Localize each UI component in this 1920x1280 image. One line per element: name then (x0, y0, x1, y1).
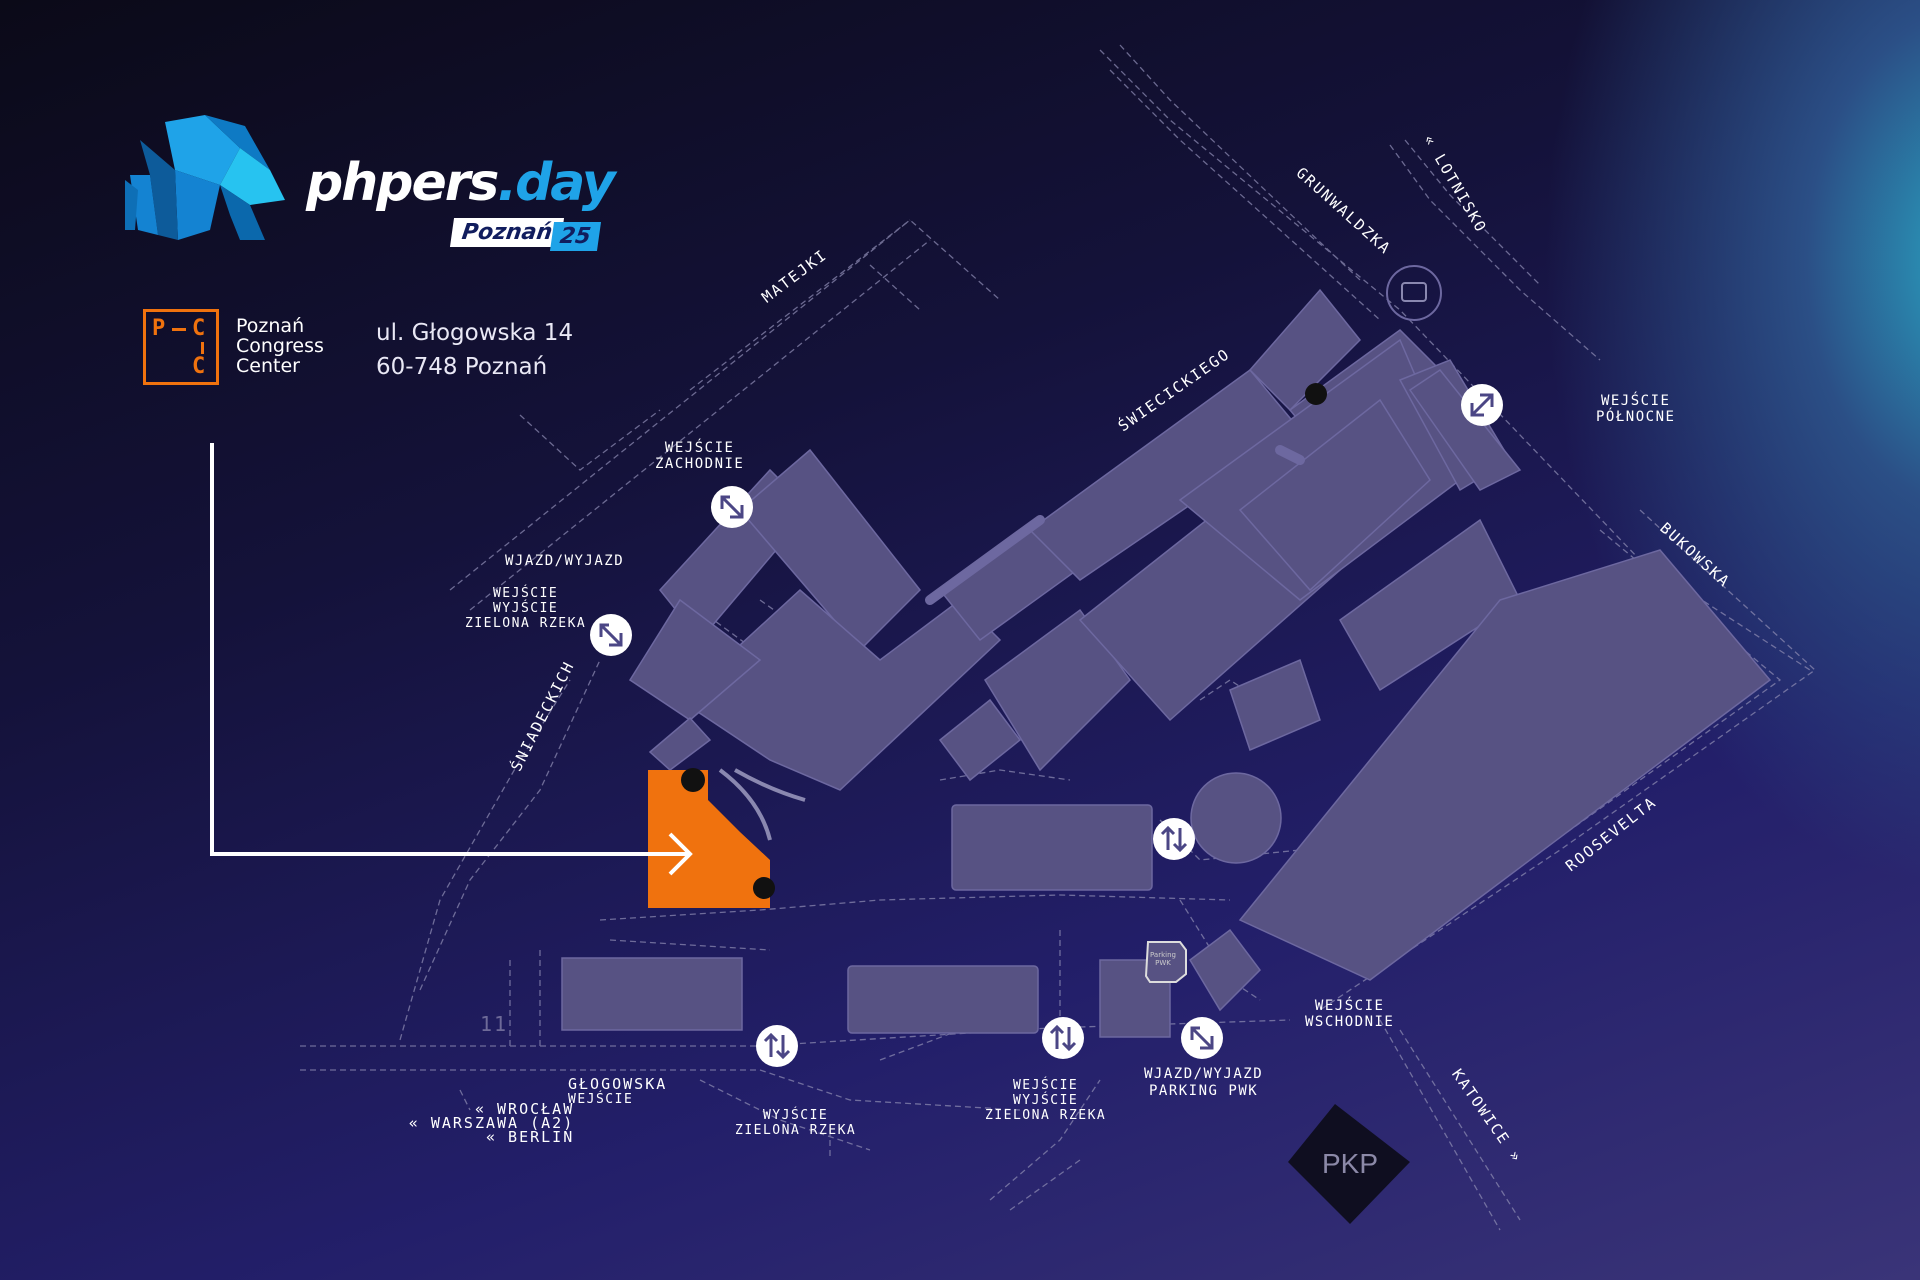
venue-name-line: Congress (236, 335, 324, 357)
label-zielona-bottom: WEJŚCIE WYJŚCIE ZIELONA RZEKA (985, 1078, 1106, 1123)
brand-city-tag: Poznań (449, 218, 565, 247)
direction-wroclaw: « WROCŁAW (474, 1100, 575, 1118)
parking-sign (1144, 941, 1187, 983)
label-line: WEJŚCIE (1600, 393, 1671, 409)
brand-name-tld: .day (497, 153, 615, 213)
label-line: Parking (1150, 951, 1176, 959)
label-line: PÓŁNOCNE (1596, 409, 1676, 425)
pcc-logo: P C C (143, 309, 219, 385)
label-line: WEJŚCIE (492, 586, 559, 601)
entrance-arrows-icon (1042, 1017, 1084, 1059)
pkp-label: PKP (1322, 1148, 1379, 1179)
pkp-station (1288, 1104, 1410, 1224)
pcc-letter-p: P (152, 316, 166, 341)
venue-entrance-arcs (718, 768, 806, 841)
label-line: ZIELONA RZEKA (735, 1123, 857, 1138)
entrance-icons (590, 383, 1503, 1067)
pcc-dash (172, 328, 186, 331)
label-line: ZACHODNIE (655, 456, 745, 472)
label-line: ZIELONA RZEKA (465, 616, 587, 631)
label-line: WEJŚCIE (1314, 998, 1385, 1014)
brand-year-tag: 25 (549, 222, 601, 251)
label-wejscie-wschodnie: WEJŚCIE WSCHODNIE (1305, 998, 1394, 1030)
label-wyjscie-zielona: WYJŚCIE ZIELONA RZEKA (735, 1108, 856, 1138)
label-line: WYJŚCIE (762, 1108, 829, 1123)
label-line: WEJŚCIE (1012, 1078, 1079, 1093)
venue-name-line: Center (236, 355, 300, 377)
label-line: PARKING PWK (1148, 1083, 1259, 1099)
direction-warszawa: « WARSZAWA (A2) (408, 1114, 575, 1132)
pcc-bar (201, 342, 204, 354)
brand-name-main: phpers (306, 153, 499, 213)
pcc-letter-c1: C (192, 316, 206, 341)
bus-stop-icon (1386, 265, 1442, 321)
direction-labels: « WROCŁAW « WARSZAWA (A2) « BERLIN (400, 1100, 575, 1146)
entrance-arrows-icon (756, 1025, 798, 1067)
label-line: ZIELONA RZEKA (985, 1108, 1107, 1123)
address-street: ul. Głogowska 14 (376, 320, 574, 346)
label-glogowska-wejscie: WEJŚCIE (568, 1092, 634, 1107)
label-line: PWK (1155, 959, 1171, 967)
label-parking-pwk: WJAZD/WYJAZD PARKING PWK (1144, 1066, 1263, 1100)
street-glogowska: GŁOGOWSKA (568, 1075, 668, 1093)
direction-berlin: « BERLIN (486, 1128, 575, 1146)
pcc-letter-c2: C (192, 354, 206, 379)
label-line: WJAZD/WYJAZD (1144, 1066, 1264, 1082)
venue-name-line: Poznań (236, 315, 305, 337)
label-wejscie-polnocne: WEJŚCIE PÓŁNOCNE (1596, 393, 1675, 425)
buildings (561, 288, 1772, 1038)
label-zielona-left: WEJŚCIE WYJŚCIE ZIELONA RZEKA (465, 586, 586, 631)
label-wejscie-zachodnie: WEJŚCIE ZACHODNIE (655, 440, 744, 472)
brand-title: phpers.day (306, 153, 616, 213)
road-number: 11 (480, 1012, 509, 1036)
elephant-logo-icon (125, 115, 285, 240)
venue-highlight (648, 770, 770, 908)
label-wjazd-wyjazd: WJAZD/WYJAZD (505, 553, 625, 569)
label-line: WSCHODNIE (1305, 1014, 1395, 1030)
parking-sign-label: Parking PWK (1150, 951, 1176, 967)
label-line: WYJŚCIE (492, 601, 559, 616)
address-city: 60-748 Poznań (376, 354, 548, 380)
venue-address: ul. Głogowska 14 60-748 Poznań (376, 316, 573, 384)
walkways (925, 445, 1305, 605)
label-line: WEJŚCIE (664, 440, 735, 456)
entrance-arrows-icon (1153, 818, 1195, 860)
venue-name: Poznań Congress Center (236, 316, 324, 376)
label-line: WYJŚCIE (1012, 1093, 1079, 1108)
route-arrow (210, 443, 693, 876)
